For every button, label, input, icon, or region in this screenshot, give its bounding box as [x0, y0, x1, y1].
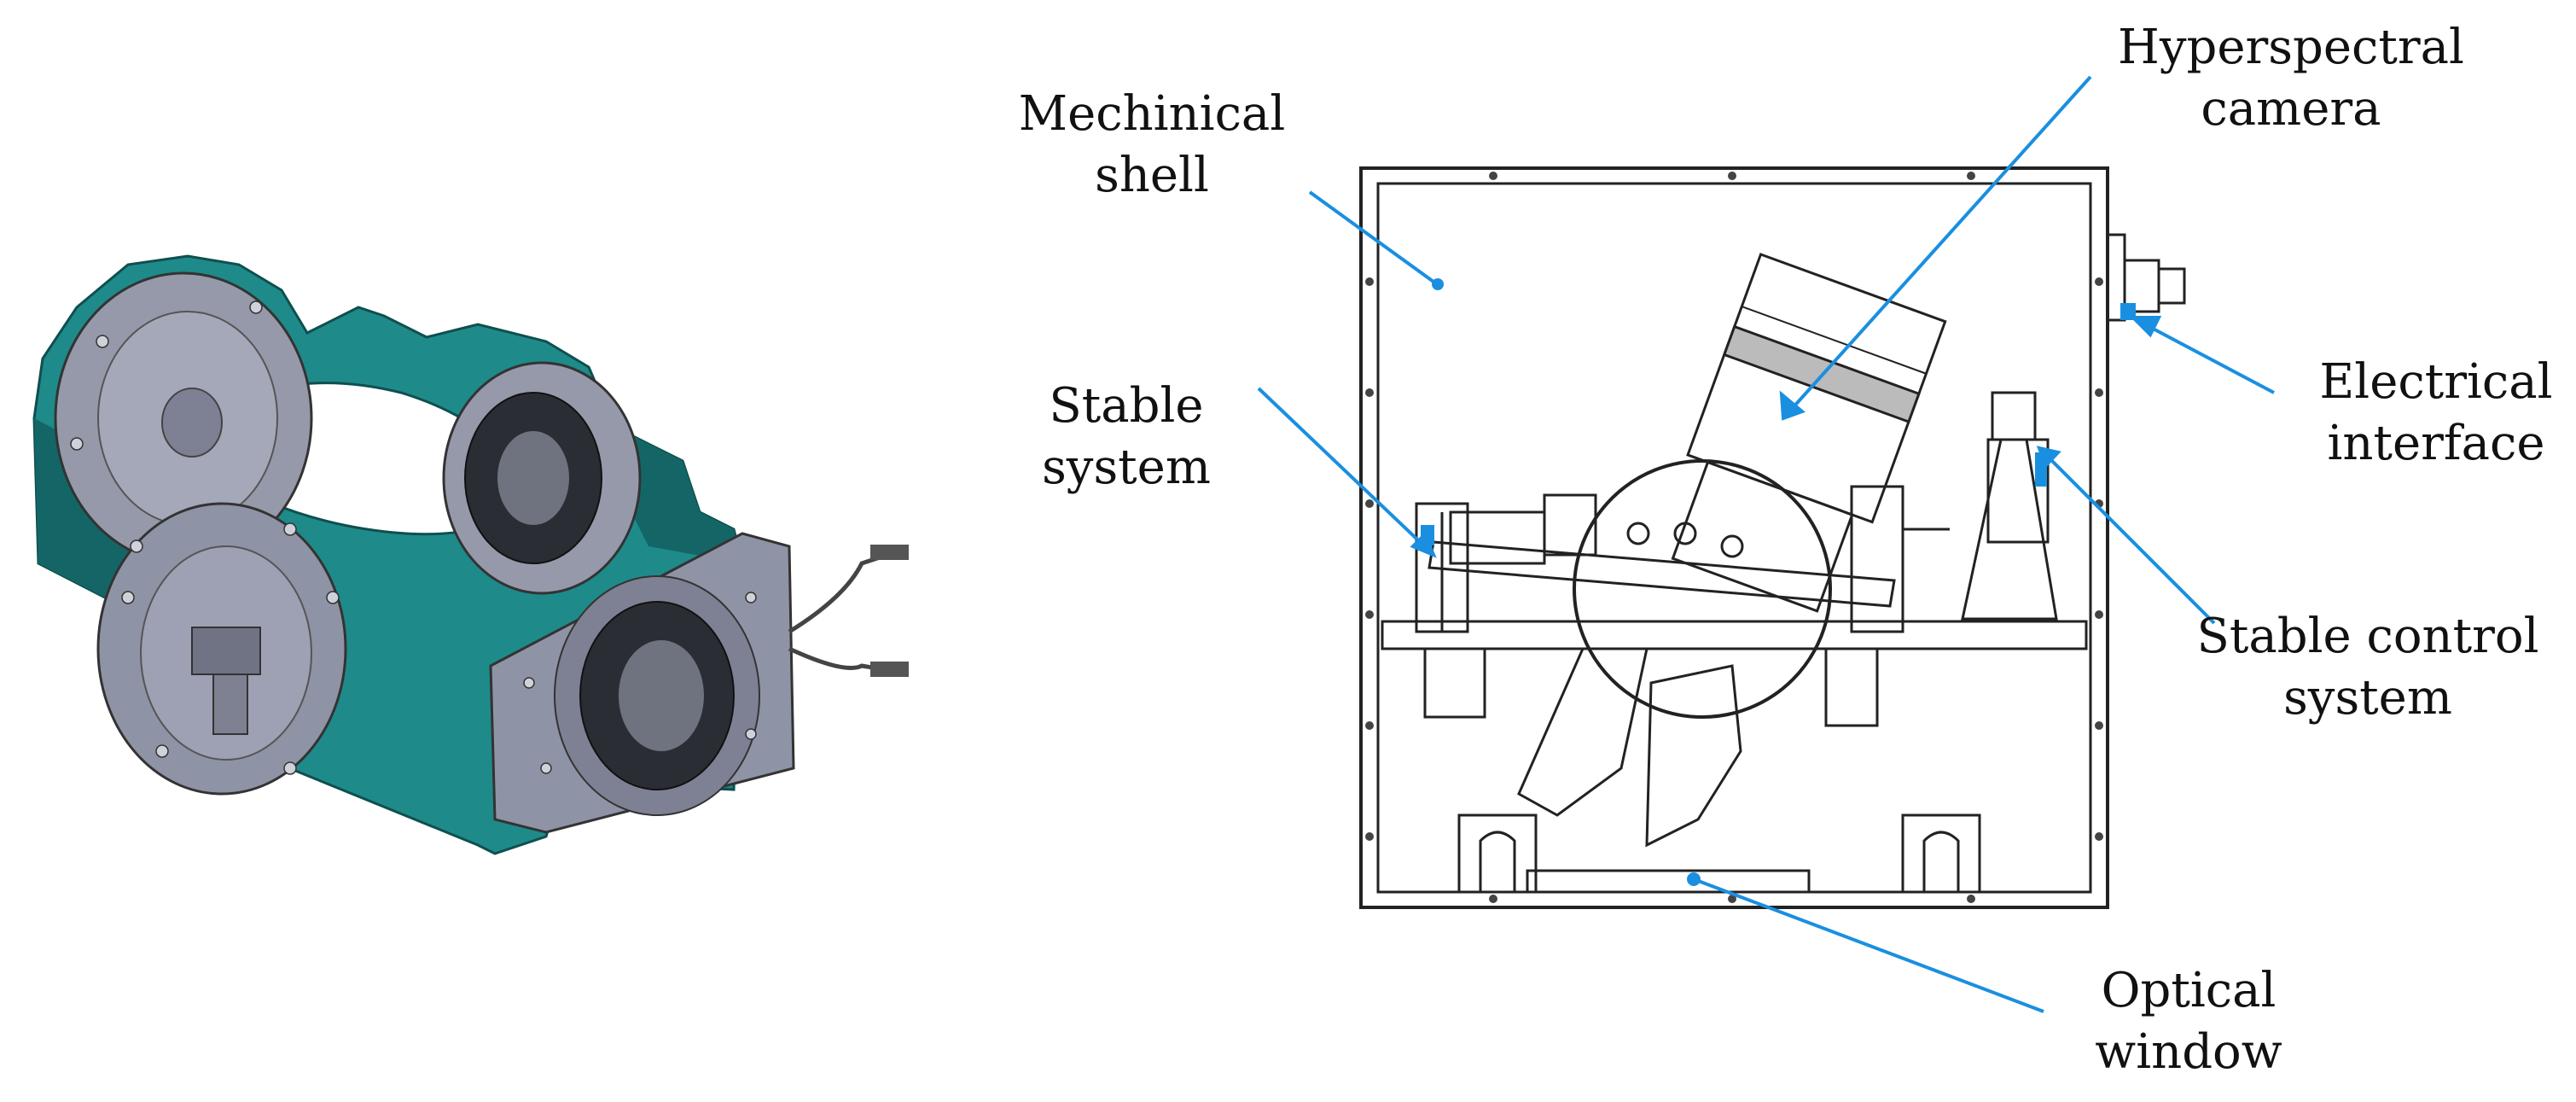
label-optical-window-line1: Optical [2101, 963, 2277, 1018]
label-hyperspectral-camera-line1: Hyperspectral [2118, 20, 2464, 75]
label-stable-control-system-line1: Stable control [2196, 609, 2539, 664]
mechanical-drawing [1359, 166, 2186, 909]
shell-inner-frame [1376, 182, 2092, 894]
leader-hyperspectral-camera [1782, 75, 2092, 420]
mid-platform [1381, 620, 2088, 650]
label-mechanical-shell-line2: shell [1095, 148, 1209, 203]
label-hyperspectral-camera: Hyperspectral camera [2112, 17, 2470, 140]
left-mechanism [1415, 493, 1597, 719]
leader-stable-system [1257, 387, 1435, 557]
label-stable-system-line2: system [1042, 440, 1211, 495]
stable-control-tower [1961, 391, 2058, 621]
leader-lines [1257, 75, 2275, 1013]
label-stable-system-line1: Stable [1049, 378, 1204, 434]
label-hyperspectral-camera-line2: camera [2201, 81, 2381, 137]
right-mechanism [1824, 485, 1950, 727]
leader-optical-window [1693, 878, 2044, 1013]
label-mechanical-shell-line1: Mechinical [1018, 86, 1286, 142]
label-optical-window-line2: window [2095, 1024, 2282, 1080]
gimbal-screws [70, 300, 757, 775]
leader-stable-control-system [2042, 451, 2216, 625]
gimbal-back-right-disk [442, 361, 642, 595]
lower-camera-housing [1517, 647, 1649, 817]
blue-markers [1421, 303, 2136, 545]
label-mechanical-shell: Mechinical shell [994, 84, 1310, 207]
leader-mechanical-shell [1308, 190, 1435, 283]
gimbal-3d-model [32, 254, 909, 855]
gimbal-front-right-plate [489, 532, 795, 834]
label-stable-system: Stable system [1011, 376, 1241, 499]
shell-outer-frame [1359, 166, 2109, 909]
label-optical-window: Optical window [2056, 960, 2321, 1083]
gimbal-front-left-disk [96, 502, 347, 796]
electrical-interface-connector [2106, 233, 2186, 322]
label-stable-control-system: Stable control system [2189, 606, 2547, 729]
cable-connector-top [870, 545, 909, 560]
gimbal-back-left-disk [54, 271, 313, 565]
tilted-plate [1428, 540, 1896, 608]
leader-electrical-interface [2141, 321, 2275, 394]
label-electrical-interface-line2: interface [2327, 416, 2545, 471]
gimbal-cable [788, 552, 888, 673]
label-stable-control-system-line2: system [2283, 670, 2452, 726]
cable-connector-bottom [870, 662, 909, 677]
frame-holes [1365, 172, 2103, 903]
label-electrical-interface-line1: Electrical [2319, 354, 2553, 410]
bottom-brackets [1457, 813, 1981, 894]
gimbal-ring [1573, 459, 1832, 719]
label-electrical-interface: Electrical interface [2304, 352, 2568, 475]
